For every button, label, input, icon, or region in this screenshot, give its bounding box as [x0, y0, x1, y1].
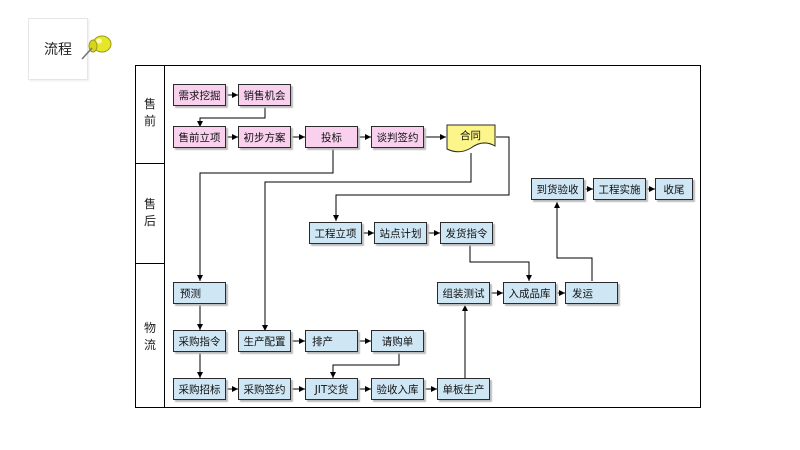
node-bidding: 投标 [305, 126, 358, 148]
pushpin-icon [81, 35, 112, 60]
node-jit-delivery: JIT交货 [305, 378, 358, 400]
node-contract-label: 合同 [460, 129, 481, 142]
node-dispatch: 发运 [565, 282, 618, 304]
node-contract-document [446, 124, 496, 153]
node-purchase-tender: 采购招标 [173, 378, 226, 400]
node-purchase-signing: 采购签约 [238, 378, 291, 400]
lane-divider [135, 263, 165, 264]
node-preliminary-plan: 初步方案 [238, 126, 291, 148]
node-purchase-order: 采购指令 [173, 330, 226, 352]
node-shipping-order: 发货指令 [440, 222, 493, 244]
node-engineering-implementation: 工程实施 [593, 178, 646, 200]
lane-header-column [135, 65, 165, 408]
page-title: 流程 [28, 18, 88, 80]
node-engineering-project: 工程立项 [309, 222, 362, 244]
node-demand-mining: 需求挖掘 [173, 84, 226, 106]
node-inspection-storage: 验收入库 [371, 378, 424, 400]
node-finished-goods-storage: 入成品库 [503, 282, 556, 304]
node-closing: 收尾 [655, 178, 693, 200]
node-presale-project: 售前立项 [173, 126, 226, 148]
node-site-plan: 站点计划 [374, 222, 427, 244]
node-assembly-test: 组装测试 [437, 282, 490, 304]
node-negotiation-signing: 谈判签约 [371, 126, 424, 148]
lane-divider [135, 163, 165, 164]
node-production-config: 生产配置 [238, 330, 291, 352]
node-arrival-acceptance: 到货验收 [531, 178, 584, 200]
lane-label-logistics: 物流 [143, 321, 156, 352]
node-forecast: 预测 [173, 282, 226, 304]
node-board-production: 单板生产 [437, 378, 490, 400]
lane-label-aftersale: 售后 [143, 197, 156, 228]
node-sales-opportunity: 销售机会 [238, 84, 291, 106]
node-purchase-request: 请购单 [371, 330, 424, 352]
node-scheduling: 排产 [305, 330, 358, 352]
lane-label-presale: 售前 [143, 97, 156, 128]
